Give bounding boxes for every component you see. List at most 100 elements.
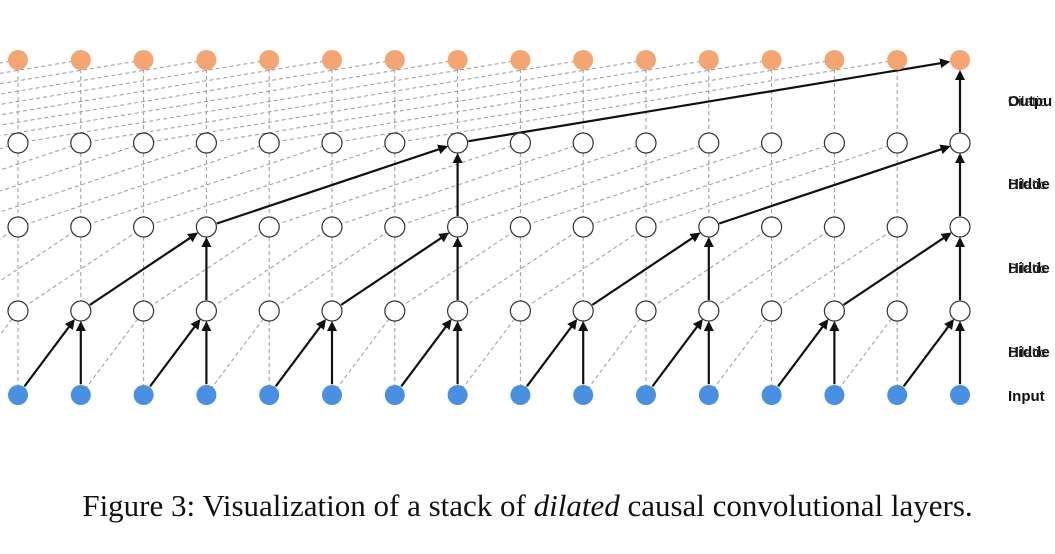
output-node xyxy=(384,50,405,70)
dilated-causal-conv-diagram: OutpuDilaticHiddeDilaticHiddeDilaticHidd… xyxy=(0,50,1052,405)
dashed-edge-diagonal xyxy=(457,142,709,228)
highlighted-edge-arrow xyxy=(89,232,199,306)
dashed-edge-diagonal xyxy=(0,59,395,126)
hidden1-node xyxy=(698,300,720,322)
dashed-edge-diagonal xyxy=(0,59,81,74)
highlighted-edge-arrow xyxy=(23,319,75,387)
input-node xyxy=(384,385,405,405)
hidden1-node xyxy=(7,300,29,322)
highlighted-edge-arrow xyxy=(149,319,201,387)
hidden3-label-title: Hidde xyxy=(1008,176,1050,193)
dashed-edge-diagonal xyxy=(0,142,207,213)
caption-prefix: Figure 3: Visualization of a stack of xyxy=(82,488,534,523)
hidden1-label-subtitle: Dilatic xyxy=(1008,344,1046,360)
hidden3-node xyxy=(509,132,532,154)
layer-labels-group: OutpuDilaticHiddeDilaticHiddeDilaticHidd… xyxy=(1008,93,1052,405)
input-node xyxy=(133,385,154,405)
hidden2-node xyxy=(509,216,532,238)
hidden3-node xyxy=(760,132,783,154)
highlighted-edge-arrow xyxy=(340,232,450,306)
dashed-edge-diagonal xyxy=(457,310,521,396)
hidden3-node xyxy=(7,132,29,154)
output-node xyxy=(636,50,656,70)
dashed-edge-diagonal xyxy=(143,59,647,144)
hidden3-node xyxy=(384,132,406,154)
dashed-edge-diagonal xyxy=(205,310,270,396)
hidden2-node xyxy=(949,216,971,238)
hidden2-label-title: Hidde xyxy=(1008,260,1050,277)
output-node xyxy=(887,50,908,70)
dashed-edge-diagonal xyxy=(331,310,396,396)
highlighted-edge-arrow xyxy=(777,319,829,387)
input-node xyxy=(950,385,970,405)
dashed-edge-diagonal xyxy=(80,59,584,144)
output-node xyxy=(322,50,342,70)
hidden3-node xyxy=(133,132,155,154)
hidden1-node xyxy=(384,300,406,322)
hidden2-node xyxy=(698,216,720,238)
highlighted-edge-arrow xyxy=(216,144,449,225)
nodes-group xyxy=(7,50,971,405)
output-label-title: Outpu xyxy=(1008,93,1052,110)
hidden2-node xyxy=(258,216,280,238)
dashed-edge-diagonal xyxy=(0,142,19,150)
hidden3-node xyxy=(698,132,720,154)
dashed-edge-diagonal xyxy=(331,59,835,144)
hidden3-node xyxy=(321,132,343,154)
hidden1-node xyxy=(195,300,217,322)
hidden1-label-title: Hidde xyxy=(1008,344,1050,361)
input-node xyxy=(636,385,656,405)
dashed-edge-diagonal xyxy=(0,59,458,137)
dashed-edge-diagonal xyxy=(520,142,772,228)
output-node xyxy=(761,50,782,70)
figure-caption: Figure 3: Visualization of a stack of di… xyxy=(0,488,1055,524)
hidden2-node xyxy=(823,216,846,238)
highlighted-edge-arrow xyxy=(468,58,951,143)
hidden1-node xyxy=(886,300,908,322)
hidden1-node xyxy=(321,300,343,322)
dashed-edge-diagonal xyxy=(80,142,333,228)
dashed-edge-diagonal xyxy=(269,142,521,228)
dashed-edge-diagonal xyxy=(17,142,270,228)
dashed-edge-diagonal xyxy=(80,310,145,396)
hidden2-node xyxy=(760,216,783,238)
hidden1-node xyxy=(258,300,280,322)
highlighted-edge-arrow xyxy=(274,319,327,387)
hidden3-label-subtitle: Dilatic xyxy=(1008,176,1046,192)
hidden3-node xyxy=(823,132,846,154)
output-node xyxy=(698,50,719,70)
hidden2-node xyxy=(572,216,594,238)
output-node xyxy=(259,50,280,70)
hidden3-node xyxy=(949,132,971,154)
dashed-edge-diagonal xyxy=(17,59,521,144)
input-node xyxy=(761,385,782,405)
dashed-edge-diagonal xyxy=(0,59,333,116)
hidden3-node xyxy=(70,132,92,154)
output-node xyxy=(824,50,845,70)
output-node xyxy=(196,50,217,70)
input-node xyxy=(698,385,719,405)
dashed-edge-diagonal xyxy=(0,226,82,282)
dashed-edge-diagonal xyxy=(583,142,835,228)
hidden2-node xyxy=(7,216,29,238)
hidden2-node xyxy=(886,216,908,238)
input-node xyxy=(887,385,908,405)
hidden1-node xyxy=(823,300,846,322)
hidden3-node xyxy=(195,132,217,154)
highlighted-edge-arrow xyxy=(842,232,952,306)
input-node xyxy=(824,385,845,405)
input-node xyxy=(510,385,531,405)
output-node xyxy=(133,50,154,70)
hidden2-node xyxy=(195,216,217,238)
hidden1-node xyxy=(572,300,594,322)
input-node xyxy=(70,385,91,405)
hidden1-node xyxy=(509,300,532,322)
hidden2-node xyxy=(70,216,92,238)
input-node xyxy=(196,385,217,405)
dashed-edge-diagonal xyxy=(331,142,584,228)
output-node xyxy=(510,50,531,70)
caption-emphasis: dilated xyxy=(533,488,620,523)
hidden2-node xyxy=(321,216,343,238)
dashed-edge-diagonal xyxy=(708,310,773,396)
hidden3-node xyxy=(886,132,908,154)
